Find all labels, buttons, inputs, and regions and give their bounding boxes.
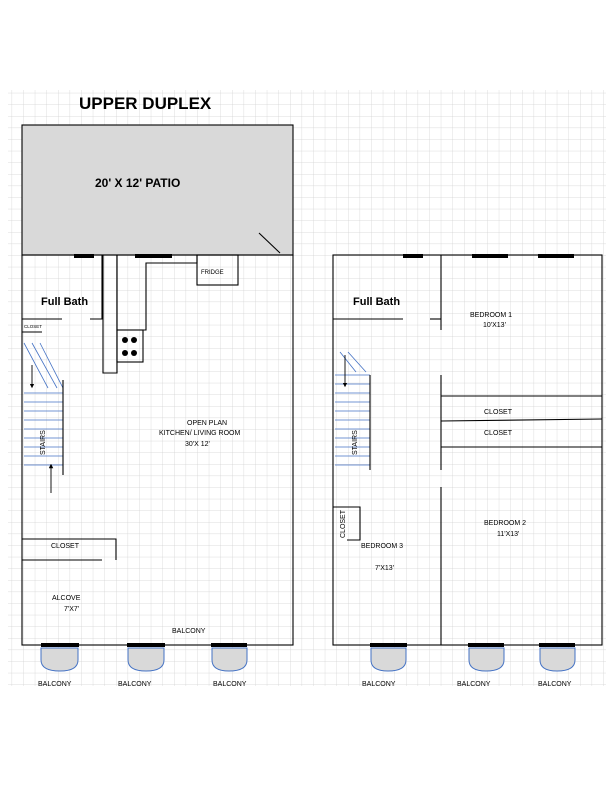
balcony <box>127 647 165 672</box>
plan-title: UPPER DUPLEX <box>79 94 212 113</box>
balcony-name: BALCONY <box>538 681 572 688</box>
stairs-label: STAIRS <box>352 430 359 455</box>
bedroom2-label: BEDROOM 2 <box>484 520 526 527</box>
patio-door-swing <box>258 232 281 254</box>
alcove-size: 7'X7' <box>64 606 79 613</box>
closet-label: CLOSET <box>51 543 80 550</box>
closet-divider <box>440 418 603 422</box>
open-plan-label: OPEN PLAN <box>187 420 227 427</box>
stairs <box>23 342 64 466</box>
stove <box>116 329 144 363</box>
balcony-name: BALCONY <box>213 681 247 688</box>
alcove-label: ALCOVE <box>52 595 81 602</box>
balcony-name: BALCONY <box>457 681 491 688</box>
burner <box>122 337 128 343</box>
balcony-label: BALCONY <box>172 628 206 635</box>
bath-wall <box>90 255 103 320</box>
balcony <box>468 647 505 672</box>
balcony <box>539 647 576 672</box>
left-unit: 20' X 12' PATIO Full Bath CLOSET FRIDGE <box>21 124 294 688</box>
right-unit: Full Bath BEDROOM 1 10'X13' CLOSET CLOSE… <box>332 254 603 688</box>
stairs <box>335 351 370 466</box>
kitchen-counter <box>102 254 118 374</box>
burner <box>131 337 137 343</box>
patio-label: 20' X 12' PATIO <box>95 176 180 190</box>
balcony <box>40 647 79 672</box>
bedroom1-label: BEDROOM 1 <box>470 312 512 319</box>
stairs-label: STAIRS <box>40 430 47 455</box>
burner <box>131 350 137 356</box>
small-closet-label: CLOSET <box>24 324 42 329</box>
full-bath-label: Full Bath <box>41 296 88 308</box>
balcony-name: BALCONY <box>118 681 152 688</box>
closet-wall <box>333 506 361 541</box>
balcony <box>370 647 407 672</box>
right-unit-outline <box>332 254 603 646</box>
balcony-name: BALCONY <box>38 681 72 688</box>
open-plan-size: 30'X 12' <box>185 441 210 448</box>
balcony <box>211 647 248 672</box>
fridge-label: FRIDGE <box>201 270 224 276</box>
open-plan-label: KITCHEN/ LIVING ROOM <box>159 430 240 437</box>
balcony-name: BALCONY <box>362 681 396 688</box>
patio <box>21 124 294 256</box>
fridge <box>196 254 239 286</box>
closet-label: CLOSET <box>484 430 513 437</box>
bedroom2-size: 11'X13' <box>497 531 519 538</box>
closet-vertical-label: CLOSET <box>340 509 347 538</box>
closet-label: CLOSET <box>484 409 513 416</box>
bedroom1-size: 10'X13' <box>483 322 506 329</box>
closet-wall <box>22 538 117 560</box>
bedroom3-label: BEDROOM 3 <box>361 543 403 550</box>
bedroom3-size: 7'X13' <box>375 565 394 572</box>
burner <box>122 350 128 356</box>
full-bath-label: Full Bath <box>353 296 400 308</box>
